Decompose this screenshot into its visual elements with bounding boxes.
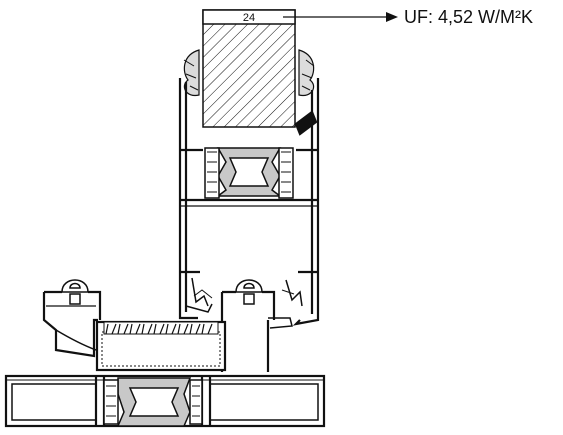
glass-unit: 24 (202, 9, 296, 128)
sash-thermal-break (204, 147, 294, 199)
glass-thickness-label: 24 (243, 12, 255, 24)
frame-drain-lip (185, 303, 293, 329)
frame-thermal-break (103, 377, 203, 427)
uf-callout-arrow (283, 12, 398, 22)
frame-insulation-chamber (55, 320, 227, 372)
glazing-gaskets (183, 49, 315, 97)
frame-round-gaskets (61, 279, 263, 305)
sash-profile (178, 78, 320, 326)
sash-lower-seals (191, 277, 303, 307)
uf-value-label: UF: 4,52 W/M²K (404, 7, 534, 27)
